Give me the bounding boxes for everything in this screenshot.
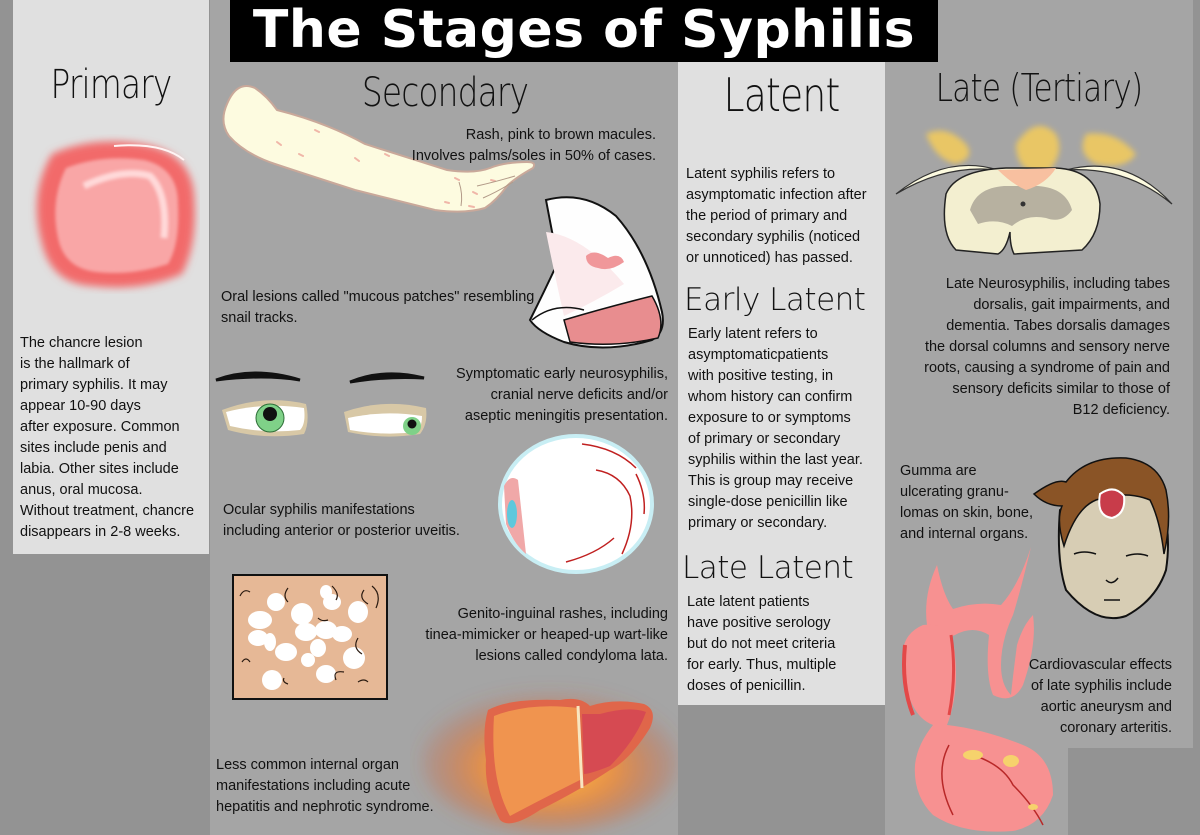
primary-line: Without treatment, chancre (20, 503, 195, 519)
early-latent-line: of primary or secondary (688, 431, 841, 447)
cardiovascular-caption-line: coronary arteritis. (1059, 720, 1172, 736)
primary-line: The chancre lesion (20, 335, 143, 351)
late-neurosyphilis-line: roots, causing a syndrome of pain and (924, 360, 1170, 376)
rash-caption: Rash, pink to brown macules. Involves pa… (340, 125, 656, 167)
arm-rash-illustration (215, 82, 545, 232)
late-neurosyphilis-caption: Late Neurosyphilis, including tabes dors… (890, 274, 1170, 421)
gumma-caption-line: ulcerating granu- (900, 484, 1009, 500)
latent-intro-line: asymptomatic infection after (686, 187, 867, 203)
primary-line: appear 10-90 days (20, 398, 141, 414)
early-latent-line: whom history can confirm (688, 389, 853, 405)
genito-inguinal-caption-line: tinea-mimicker or heaped-up wart-like (425, 627, 668, 643)
spinal-cord-cross-section-illustration (886, 114, 1176, 259)
late-neurosyphilis-line: Late Neurosyphilis, including tabes (945, 276, 1170, 292)
oral-lesion-caption: Oral lesions called "mucous patches" res… (221, 287, 551, 329)
latent-heading: Latent (723, 68, 841, 122)
gumma-caption-line: and internal organs. (900, 526, 1029, 542)
late-neurosyphilis-line: dorsalis, gait impairments, and (973, 297, 1170, 313)
late-neurosyphilis-line: sensory deficits similar to those of (952, 381, 1170, 397)
early-latent-line: exposure to or symptoms (688, 410, 851, 426)
neurosyphilis-caption: Symptomatic early neurosyphilis, cranial… (420, 364, 668, 427)
latent-intro-line: Latent syphilis refers to (686, 166, 836, 182)
early-latent-heading: Early Latent (684, 282, 866, 318)
primary-line: disappears in 2-8 weeks. (20, 524, 181, 540)
early-latent-line: single-dose penicillin like (688, 494, 848, 510)
oral-mucous-patch-illustration (524, 192, 670, 354)
latent-intro-line: the period of primary and (686, 208, 848, 224)
latent-intro: Latent syphilis refers to asymptomatic i… (686, 164, 882, 269)
early-latent-line: asymptomaticpatients (688, 347, 829, 363)
secondary-heading: Secondary (361, 70, 529, 116)
ocular-caption-line: including anterior or posterior uveitis. (223, 523, 460, 539)
oral-lesion-caption-line: Oral lesions called "mucous patches" res… (221, 289, 535, 305)
internal-organ-caption: Less common internal organ manifestation… (216, 755, 456, 818)
late-latent-line: but do not meet criteria (687, 636, 836, 652)
gumma-caption-line: lomas on skin, bone, (900, 505, 1033, 521)
page-title: The Stages of Syphilis (230, 0, 938, 62)
primary-line: sites include penis and (20, 440, 167, 456)
ocular-caption: Ocular syphilis manifestations including… (223, 500, 493, 542)
primary-line: after exposure. Common (20, 419, 180, 435)
internal-organ-caption-line: hepatitis and nephrotic syndrome. (216, 799, 434, 815)
genito-inguinal-caption-line: lesions called condyloma lata. (475, 648, 668, 664)
early-latent-line: with positive testing, in (688, 368, 834, 384)
primary-line: primary syphilis. It may (20, 377, 168, 393)
early-latent-line: This is group may receive (688, 473, 854, 489)
late-latent-line: Late latent patients (687, 594, 810, 610)
late-latent-line: doses of penicillin. (687, 678, 806, 694)
late-latent-description: Late latent patients have positive serol… (687, 592, 883, 697)
early-latent-line: primary or secondary. (688, 515, 828, 531)
late-neurosyphilis-line: B12 deficiency. (1072, 402, 1170, 418)
latent-panel (678, 62, 885, 705)
early-latent-description: Early latent refers to asymptomaticpatie… (688, 324, 884, 534)
neurosyphilis-caption-line: Symptomatic early neurosyphilis, (456, 366, 668, 382)
genito-inguinal-caption: Genito-inguinal rashes, including tinea-… (400, 604, 668, 667)
rash-caption-line: Involves palms/soles in 50% of cases. (411, 148, 656, 164)
late-latent-line: have positive serology (687, 615, 831, 631)
neurosyphilis-caption-line: aseptic meningitis presentation. (464, 408, 668, 424)
primary-heading: Primary (50, 62, 172, 108)
late-neurosyphilis-line: the dorsal columns and sensory nerve (924, 339, 1170, 355)
latent-intro-line: secondary syphilis (noticed (686, 229, 861, 245)
internal-organ-caption-line: Less common internal organ (216, 757, 399, 773)
head-with-gumma-illustration (1026, 450, 1176, 625)
cardiovascular-caption-line: aortic aneurysm and (1040, 699, 1172, 715)
primary-description: The chancre lesion is the hallmark of pr… (20, 333, 210, 543)
primary-line: is the hallmark of (20, 356, 130, 372)
oral-lesion-caption-line: snail tracks. (221, 310, 298, 326)
latent-intro-line: or unnoticed) has passed. (686, 250, 853, 266)
primary-line: labia. Other sites include (20, 461, 179, 477)
neurosyphilis-caption-line: cranial nerve deficits and/or (490, 387, 668, 403)
gumma-caption: Gumma are ulcerating granu- lomas on ski… (900, 461, 1040, 545)
late-neurosyphilis-line: dementia. Tabes dorsalis damages (946, 318, 1170, 334)
eyeball-illustration (496, 434, 654, 574)
gumma-caption-line: Gumma are (900, 463, 977, 479)
internal-organ-caption-line: manifestations including acute (216, 778, 411, 794)
aorta-and-heart-illustration (893, 545, 1063, 835)
rash-caption-line: Rash, pink to brown macules. (465, 127, 656, 143)
cardiovascular-caption-line: Cardiovascular effects (1028, 657, 1172, 673)
ocular-caption-line: Ocular syphilis manifestations (223, 502, 415, 518)
primary-line: anus, oral mucosa. (20, 482, 143, 498)
early-latent-line: syphilis within the last year. (688, 452, 863, 468)
condyloma-skin-illustration (232, 574, 388, 700)
genito-inguinal-caption-line: Genito-inguinal rashes, including (457, 606, 668, 622)
early-latent-line: Early latent refers to (688, 326, 818, 342)
cardiovascular-caption: Cardiovascular effects of late syphilis … (1000, 655, 1172, 739)
cardiovascular-caption-line: of late syphilis include (1030, 678, 1172, 694)
late-latent-line: for early. Thus, multiple (687, 657, 837, 673)
late-latent-heading: Late Latent (682, 550, 854, 586)
chancre-lesion-illustration (22, 134, 200, 294)
tertiary-heading: Late (Tertiary) (935, 66, 1144, 110)
eyes-nerve-palsy-illustration (214, 368, 444, 448)
inflamed-liver-illustration (410, 670, 678, 835)
